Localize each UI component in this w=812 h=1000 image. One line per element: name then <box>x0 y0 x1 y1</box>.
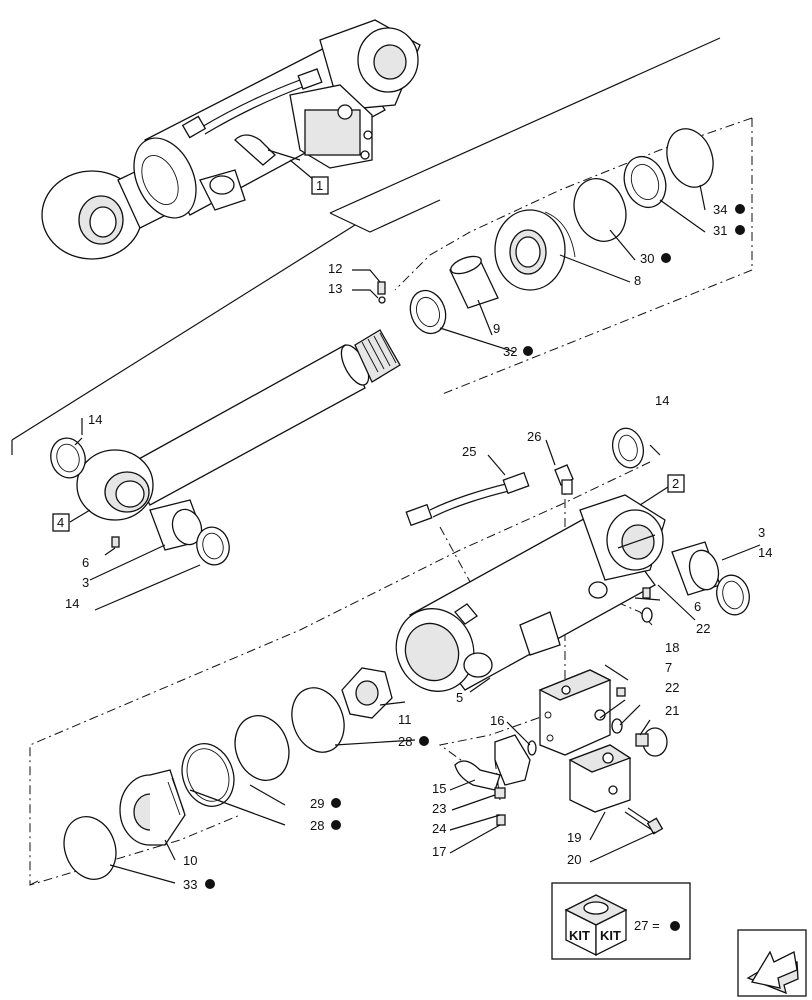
label-14-c: 14 <box>655 393 669 408</box>
label-3-a: 3 <box>82 575 89 590</box>
label-33: 33 <box>183 877 197 892</box>
label-11: 11 <box>398 712 412 727</box>
label-14-d: 14 <box>758 545 772 560</box>
piston-rod <box>76 329 401 521</box>
label-5: 5 <box>456 690 463 705</box>
label-24: 24 <box>432 821 446 836</box>
label-22-b: 22 <box>665 680 679 695</box>
rod-small-parts <box>50 128 714 566</box>
label-23: 23 <box>432 801 446 816</box>
label-20: 20 <box>567 852 581 867</box>
label-28-a: 28 <box>398 734 412 749</box>
elbow-fitting <box>454 734 537 826</box>
valve-blocks <box>538 669 668 835</box>
hose-assembly <box>405 464 574 527</box>
svg-text:4: 4 <box>57 515 64 530</box>
label-25: 25 <box>462 444 476 459</box>
label-7: 7 <box>665 660 672 675</box>
label-9: 9 <box>493 321 500 336</box>
label-14-a: 14 <box>88 412 102 427</box>
svg-text:1: 1 <box>316 178 323 193</box>
svg-text:KIT: KIT <box>600 928 621 943</box>
label-26: 26 <box>527 429 541 444</box>
label-28-b: 28 <box>310 818 324 833</box>
label-10: 10 <box>183 853 197 868</box>
piston-seals <box>63 687 345 880</box>
label-16: 16 <box>490 713 504 728</box>
kit-dot-29 <box>331 798 341 808</box>
label-31: 31 <box>713 223 727 238</box>
right-bushing <box>611 427 750 623</box>
callout-labels: 12 13 9 32 8 30 31 34 14 6 3 14 14 26 25… <box>65 202 772 892</box>
kit-dot-28-b <box>331 820 341 830</box>
kit-equation: 27 = <box>634 918 660 933</box>
label-8: 8 <box>634 273 641 288</box>
label-6-a: 6 <box>82 555 89 570</box>
label-19: 19 <box>567 830 581 845</box>
label-32: 32 <box>503 344 517 359</box>
kit-box-icon: KIT KIT <box>564 894 628 957</box>
label-34: 34 <box>713 202 727 217</box>
kit-dot-31 <box>735 225 745 235</box>
label-18: 18 <box>665 640 679 655</box>
kit-dot-33 <box>205 879 215 889</box>
svg-text:2: 2 <box>672 476 679 491</box>
arrow-icon[interactable] <box>737 929 807 997</box>
label-3-b: 3 <box>758 525 765 540</box>
assembled-cylinder <box>41 19 421 260</box>
kit-legend: KIT KIT 27 = <box>551 882 691 960</box>
label-22-a: 22 <box>696 621 710 636</box>
kit-dot-28-a <box>419 736 429 746</box>
nut <box>341 667 393 719</box>
label-17: 17 <box>432 844 446 859</box>
label-6-b: 6 <box>694 599 701 614</box>
label-14-b: 14 <box>65 596 79 611</box>
callout-2: 2 <box>639 474 685 506</box>
callout-4: 4 <box>52 509 91 532</box>
barrel <box>395 494 666 692</box>
label-21: 21 <box>665 703 679 718</box>
kit-dot-30 <box>661 253 671 263</box>
label-29: 29 <box>310 796 324 811</box>
kit-equation-dot <box>670 921 680 931</box>
svg-text:KIT: KIT <box>569 928 590 943</box>
callout-1: 1 <box>289 159 329 195</box>
label-30: 30 <box>640 251 654 266</box>
label-13: 13 <box>328 281 342 296</box>
leader-lines <box>74 184 761 884</box>
kit-dot-32 <box>523 346 533 356</box>
label-12: 12 <box>328 261 342 276</box>
label-15: 15 <box>432 781 446 796</box>
kit-dot-34 <box>735 204 745 214</box>
